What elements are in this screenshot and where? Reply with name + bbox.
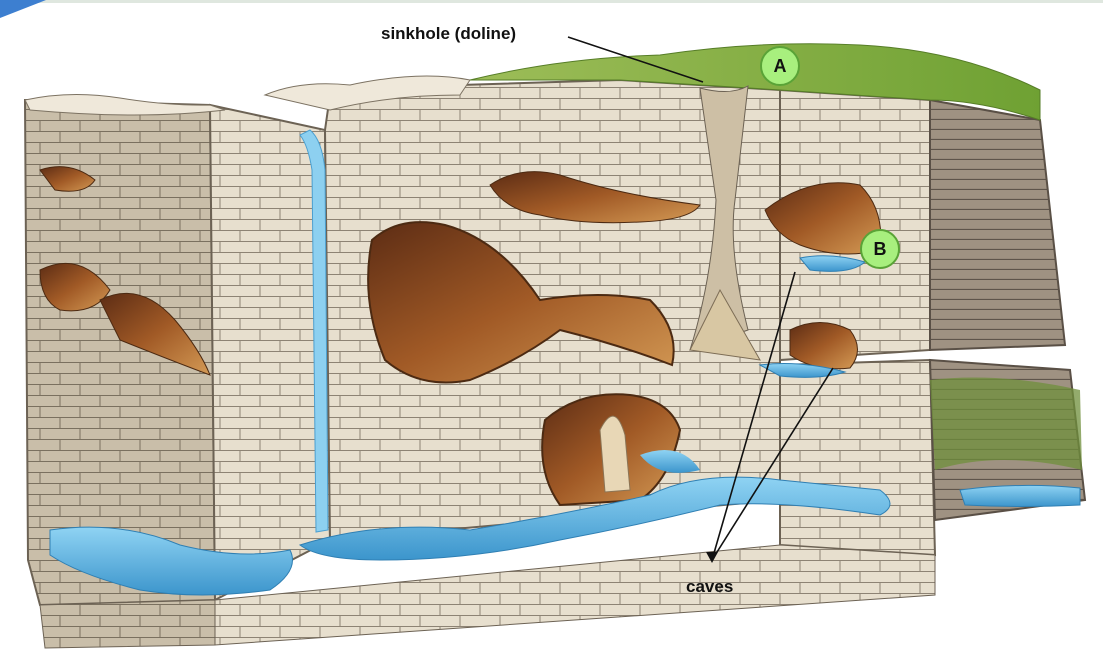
caves-label: caves xyxy=(686,577,733,597)
marker-a: A xyxy=(760,46,800,86)
sinkhole-label: sinkhole (doline) xyxy=(381,24,516,44)
marker-b: B xyxy=(860,229,900,269)
